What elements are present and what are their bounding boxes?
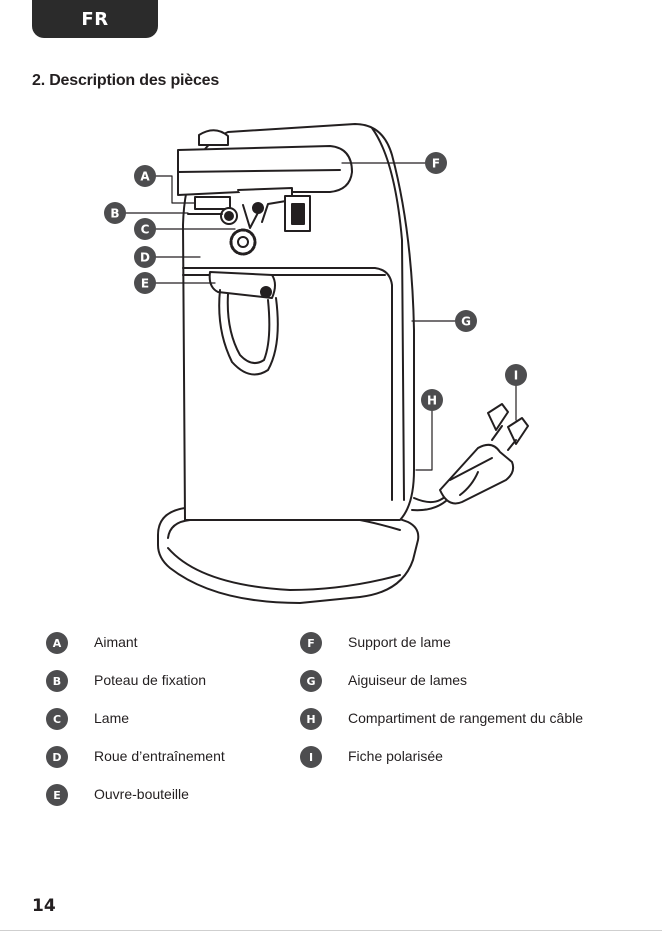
callout-f-label: F bbox=[432, 157, 440, 171]
drive-wheel bbox=[231, 230, 255, 254]
magnet bbox=[195, 197, 230, 209]
plug-prong-2 bbox=[508, 418, 528, 444]
legend-item-e: E Ouvre-bouteille bbox=[46, 784, 68, 806]
legend-badge: B bbox=[46, 670, 68, 692]
legend-item-f: F Support de lame bbox=[300, 632, 322, 654]
callout-d-label: D bbox=[140, 251, 150, 265]
callout-f: F bbox=[425, 152, 447, 174]
legend-label: Aiguiseur de lames bbox=[348, 672, 467, 688]
magnet-top bbox=[199, 130, 228, 145]
legend-label: Fiche polarisée bbox=[348, 748, 443, 764]
callout-h-label: H bbox=[427, 394, 437, 408]
callout-g: G bbox=[455, 310, 477, 332]
legend-item-h: H Compartiment de rangement du câble bbox=[300, 708, 322, 730]
legend-label: Aimant bbox=[94, 634, 138, 650]
legend-badge: C bbox=[46, 708, 68, 730]
legend-badge: D bbox=[46, 746, 68, 768]
callout-g-label: G bbox=[461, 315, 471, 329]
callout-c: C bbox=[134, 218, 156, 240]
legend-item-b: B Poteau de fixation bbox=[46, 670, 68, 692]
legend-label: Compartiment de rangement du câble bbox=[348, 710, 583, 726]
callout-b: B bbox=[104, 202, 126, 224]
legend-item-i: I Fiche polarisée bbox=[300, 746, 322, 768]
bottom-rule bbox=[0, 930, 662, 931]
callout-c-label: C bbox=[141, 223, 150, 237]
callout-e-label: E bbox=[141, 277, 149, 291]
legend-item-a: A Aimant bbox=[46, 632, 68, 654]
legend-label: Lame bbox=[94, 710, 129, 726]
legend-badge: F bbox=[300, 632, 322, 654]
legend-item-c: C Lame bbox=[46, 708, 68, 730]
legend-label: Poteau de fixation bbox=[94, 672, 206, 688]
legend-badge: E bbox=[46, 784, 68, 806]
callout-a-label: A bbox=[140, 170, 150, 184]
page-number: 14 bbox=[32, 896, 56, 916]
legend-badge: G bbox=[300, 670, 322, 692]
legend-badge: H bbox=[300, 708, 322, 730]
callout-e: E bbox=[134, 272, 156, 294]
legend-item-g: G Aiguiseur de lames bbox=[300, 670, 322, 692]
callout-i: I bbox=[505, 364, 527, 386]
legend-label: Roue d’entraînement bbox=[94, 748, 225, 764]
legend-label: Ouvre-bouteille bbox=[94, 786, 189, 802]
callout-d: D bbox=[134, 246, 156, 268]
callout-b-label: B bbox=[110, 207, 119, 221]
callout-i-label: I bbox=[514, 369, 518, 383]
legend-badge: I bbox=[300, 746, 322, 768]
legend-item-d: D Roue d’entraînement bbox=[46, 746, 68, 768]
legend-label: Support de lame bbox=[348, 634, 451, 650]
callout-a: A bbox=[134, 165, 156, 187]
callout-h: H bbox=[421, 389, 443, 411]
plug-prong-1 bbox=[488, 404, 508, 430]
can-opener-illustration: A B C D E F G H I bbox=[0, 0, 662, 620]
legend-badge: A bbox=[46, 632, 68, 654]
